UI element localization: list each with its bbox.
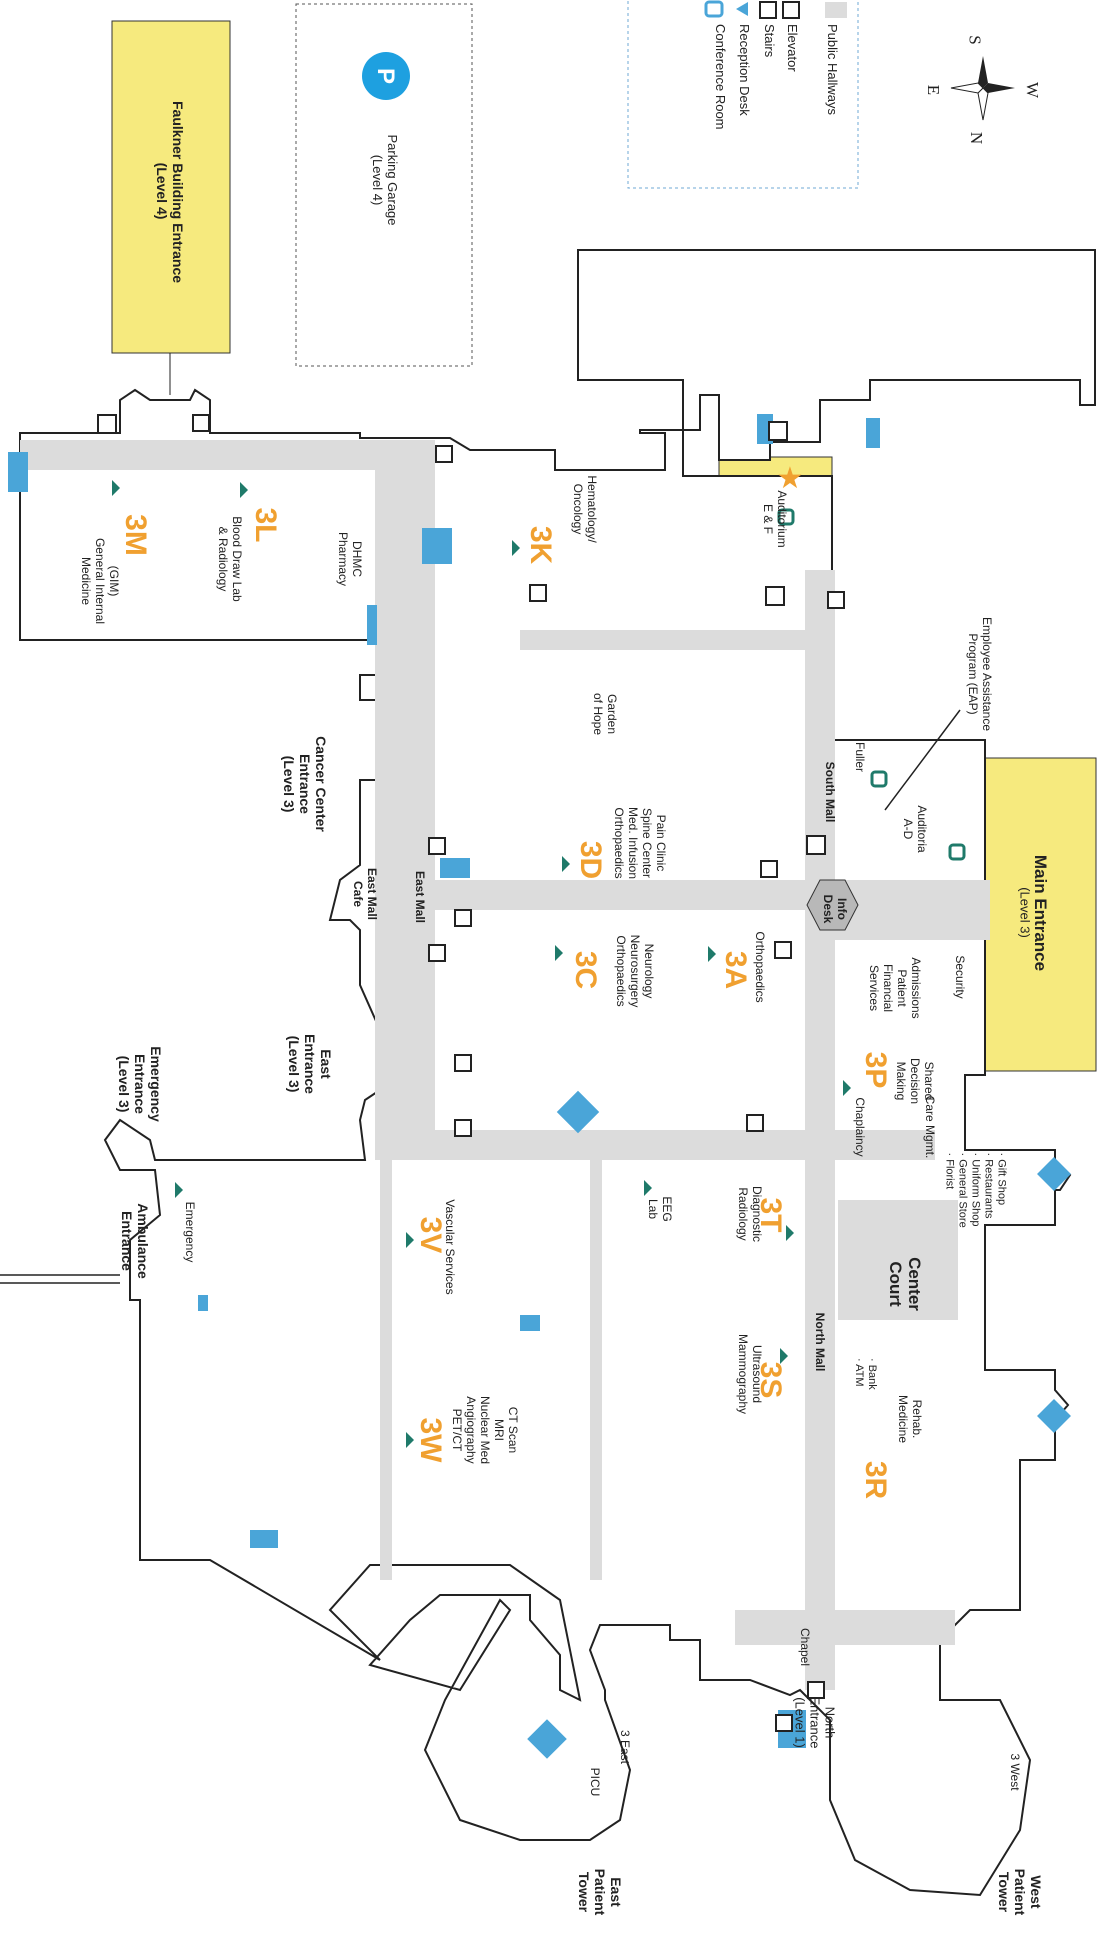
legend-public-hallways: Public Hallways xyxy=(825,24,840,116)
elevator-icons xyxy=(97,414,826,1732)
legend-stairs: Stairs xyxy=(762,24,777,58)
unit-3D-text: Pain Clinic Spine Center Med. Infusion O… xyxy=(612,806,668,880)
parking-icon-letter: P xyxy=(372,68,399,84)
emergency-label: Emergency xyxy=(183,1201,197,1263)
center-court-label: Center Court xyxy=(886,1257,924,1311)
north-mall-label: North Mall xyxy=(813,1312,827,1372)
parking-garage-label: Parking Garage (Level 4) xyxy=(370,134,400,226)
garden-of-hope-label: Garden of Hope xyxy=(591,692,619,736)
3-east-label: 3 East xyxy=(618,1729,632,1765)
unit-3L-code: 3L xyxy=(249,507,282,543)
unit-3C-code: 3C xyxy=(569,950,602,990)
unit-3K-text: Hematology/ Oncology xyxy=(571,475,599,543)
eap-label: Employee Assistance Program (EAP) xyxy=(966,616,994,732)
eeg-lab-label: EEG Lab xyxy=(646,1196,674,1222)
unit-3L-text: Blood Draw Lab & Radiology xyxy=(216,516,244,602)
legend-conference-room: Conference Room xyxy=(713,24,728,130)
unit-3R-code: 3R xyxy=(859,1460,892,1500)
unit-3D-code: 3D xyxy=(574,840,607,880)
compass-e: E xyxy=(924,84,944,96)
info-desk-label: Info Desk xyxy=(821,894,849,924)
unit-3A-code: 3A xyxy=(719,950,752,990)
unit-3W-text: CT Scan MRI Nuclear Med Angiography PET/… xyxy=(450,1395,520,1465)
parking-garage-outline xyxy=(295,3,473,367)
reception-desk-icons xyxy=(112,480,851,1448)
eap-pointer-line xyxy=(884,709,961,811)
security-label: Security xyxy=(953,955,967,999)
admissions-label: Admissions Patient Financial Services xyxy=(867,957,923,1019)
unit-3A-text: Orthopaedics xyxy=(753,931,767,1003)
conference-room-legend-icon xyxy=(704,0,724,18)
info-desk-hexagon xyxy=(806,879,859,931)
north-entrance-label: North Entrance (Level 1) xyxy=(792,1696,838,1749)
unit-3C-text: Neurology Neurosurgery Orthopaedics xyxy=(614,934,656,1008)
shops-list: · Gift Shop · Restaurants · Uniform Shop… xyxy=(943,1152,1008,1228)
emergency-entrance-label: Emergency Entrance (Level 3) xyxy=(116,1046,164,1122)
conference-room-icons xyxy=(777,508,966,861)
faulkner-entrance-box xyxy=(111,20,231,354)
compass-w: W xyxy=(1023,81,1043,99)
ambulance-entrance-label: Ambulance Entrance xyxy=(119,1203,151,1279)
unit-3S-text: Ultrasound Mammography xyxy=(736,1333,764,1415)
public-hallways xyxy=(20,440,990,1690)
auditorium-star-icon: ★ xyxy=(777,461,804,496)
stairs-legend-icon xyxy=(759,1,777,19)
blue-features xyxy=(8,414,1071,1759)
elevator-legend-icon xyxy=(782,1,800,19)
auditoria-label: Auditoria A-D xyxy=(901,805,929,853)
stairs-icons xyxy=(192,414,845,1699)
3-west-label: 3 West xyxy=(1008,1753,1022,1791)
unit-3M-code: 3M xyxy=(119,514,152,556)
unit-3V-code: 3V xyxy=(414,1216,447,1254)
compass-n: N xyxy=(967,131,987,145)
legend-box xyxy=(627,0,859,189)
east-entrance-label: East Entrance (Level 3) xyxy=(286,1034,334,1094)
parking-icon xyxy=(362,52,410,100)
compass-rose xyxy=(950,56,1015,121)
public-hallway-swatch xyxy=(825,2,847,18)
chaplaincy-label: Chaplaincy xyxy=(853,1097,867,1157)
main-entrance-label: Main Entrance xyxy=(1031,854,1050,972)
unit-3M-text: (GIM) General Internal Medicine xyxy=(79,537,121,625)
fuller-label: Fuller xyxy=(853,741,867,772)
care-mgmt-label: Care Mgmt. xyxy=(923,1095,937,1159)
cancer-center-entrance-label: Cancer Center Entrance (Level 3) xyxy=(281,736,329,832)
dhmc-pharmacy-label: DHMC Pharmacy xyxy=(336,531,364,587)
faulkner-entrance-label: Faulkner Building Entrance (Level 4) xyxy=(154,101,186,284)
picu-label: PICU xyxy=(588,1767,602,1797)
east-mall-cafe-label: East Mall Cafe xyxy=(351,867,379,921)
compass-s: S xyxy=(965,35,985,45)
chapel-label: Chapel xyxy=(798,1627,812,1667)
unit-3W-code: 3W xyxy=(414,1417,447,1463)
legend-reception-desk: Reception Desk xyxy=(737,24,752,116)
auditorium-ef-label: Auditorium E & F xyxy=(761,490,789,548)
east-patient-tower-label: East Patient Tower xyxy=(576,1868,624,1916)
west-patient-tower-label: West Patient Tower xyxy=(996,1868,1044,1916)
unit-3V-text: Vascular Services xyxy=(443,1199,457,1295)
unit-3R-text: Rehab. Medicine xyxy=(896,1394,924,1444)
legend-elevator: Elevator xyxy=(785,24,800,72)
reception-desk-legend-icon xyxy=(736,2,748,16)
bank-atm-label: · Bank · ATM xyxy=(853,1358,878,1390)
east-mall-label: East Mall xyxy=(413,870,427,924)
main-entrance-level: (Level 3) xyxy=(1017,887,1033,938)
unit-3T-text: Diagnostic Radiology xyxy=(736,1185,764,1243)
south-mall-label: South Mall xyxy=(823,761,837,823)
unit-3K-code: 3K xyxy=(524,525,557,565)
